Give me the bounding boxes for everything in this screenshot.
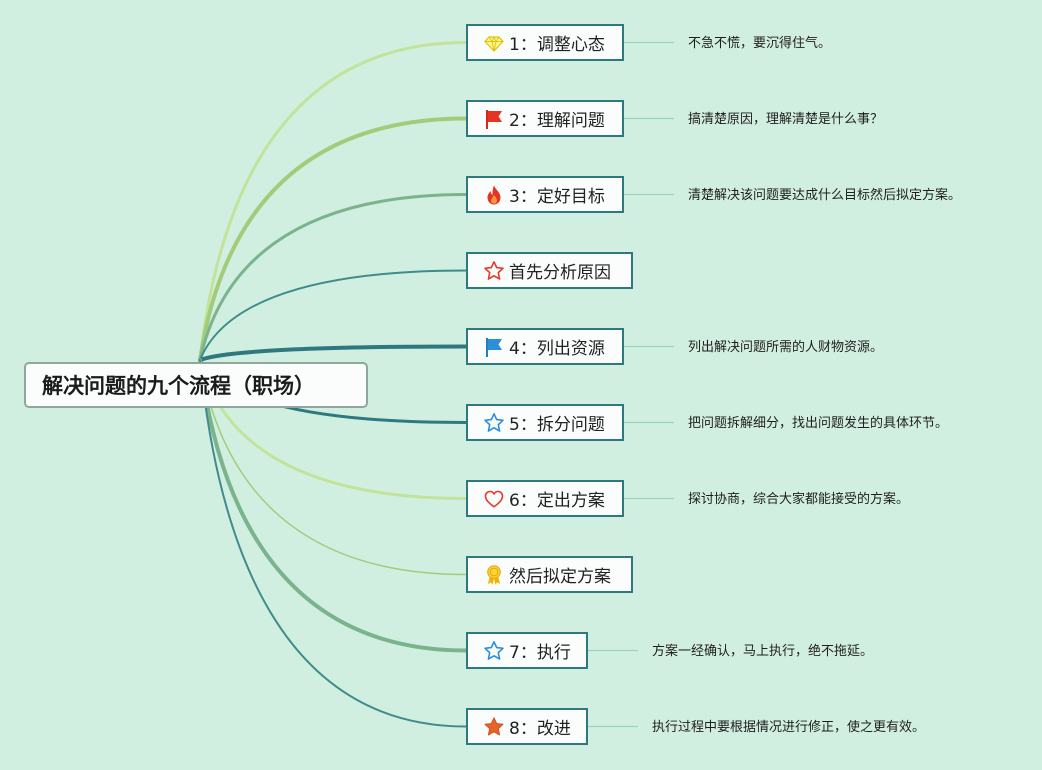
note-list-resources: 列出解决问题所需的人财物资源。 — [688, 340, 884, 355]
topic-label: 7：执行 — [509, 643, 571, 663]
topic-label: 首先分析原因 — [509, 263, 611, 283]
topic-improve[interactable]: 8：改进 — [466, 708, 588, 745]
heart-icon — [483, 488, 505, 510]
topic-label: 5：拆分问题 — [509, 415, 605, 435]
branch-line — [199, 359, 467, 728]
topic-label: 8：改进 — [509, 719, 571, 739]
topic-break-down-problem[interactable]: 5：拆分问题 — [466, 404, 624, 441]
root-topic[interactable]: 解决问题的九个流程（职场） — [24, 362, 368, 408]
branch-line — [198, 116, 468, 362]
note-adjust-mindset: 不急不慌，要沉得住气。 — [688, 36, 832, 51]
red-flag-icon — [483, 108, 505, 130]
topic-adjust-mindset[interactable]: 1：调整心态 — [466, 24, 624, 61]
star-outline-blue-icon — [483, 412, 505, 434]
star-filled-orange-icon — [483, 716, 505, 738]
diamond-icon — [483, 32, 505, 54]
topic-execute[interactable]: 7：执行 — [466, 632, 588, 669]
branch-line — [198, 41, 468, 362]
note-set-goals: 清楚解决该问题要达成什么目标然后拟定方案。 — [688, 188, 962, 203]
topic-list-resources[interactable]: 4：列出资源 — [466, 328, 624, 365]
note-break-down-problem: 把问题拆解细分，找出问题发生的具体环节。 — [688, 416, 949, 431]
branch-line — [199, 269, 467, 361]
blue-flag-icon — [483, 336, 505, 358]
topic-decide-plan[interactable]: 6：定出方案 — [466, 480, 624, 517]
topic-set-goals[interactable]: 3：定好目标 — [466, 176, 624, 213]
topic-analyze-causes-first[interactable]: 首先分析原因 — [466, 252, 633, 289]
branch-line — [198, 358, 468, 653]
topic-label: 6：定出方案 — [509, 491, 605, 511]
root-title: 解决问题的九个流程（职场） — [42, 374, 315, 398]
branch-line — [198, 193, 468, 362]
topic-label: 4：列出资源 — [509, 339, 605, 359]
note-decide-plan: 探讨协商，综合大家都能接受的方案。 — [688, 492, 910, 507]
topic-understand-problem[interactable]: 2：理解问题 — [466, 100, 624, 137]
star-outline-red-icon — [483, 260, 505, 282]
award-medal-icon — [483, 564, 505, 586]
topic-then-draft-plan[interactable]: 然后拟定方案 — [466, 556, 633, 593]
branch-line — [198, 344, 468, 362]
note-improve: 执行过程中要根据情况进行修正，使之更有效。 — [652, 720, 926, 735]
topic-label: 然后拟定方案 — [509, 567, 611, 587]
note-execute: 方案一经确认，马上执行，绝不拖延。 — [652, 644, 874, 659]
topic-label: 3：定好目标 — [509, 187, 605, 207]
note-understand-problem: 搞清楚原因，理解清楚是什么事？ — [688, 112, 884, 127]
topic-label: 2：理解问题 — [509, 111, 605, 131]
star-outline-blue-icon — [483, 640, 505, 662]
fire-icon — [483, 184, 505, 206]
topic-label: 1：调整心态 — [509, 35, 605, 55]
